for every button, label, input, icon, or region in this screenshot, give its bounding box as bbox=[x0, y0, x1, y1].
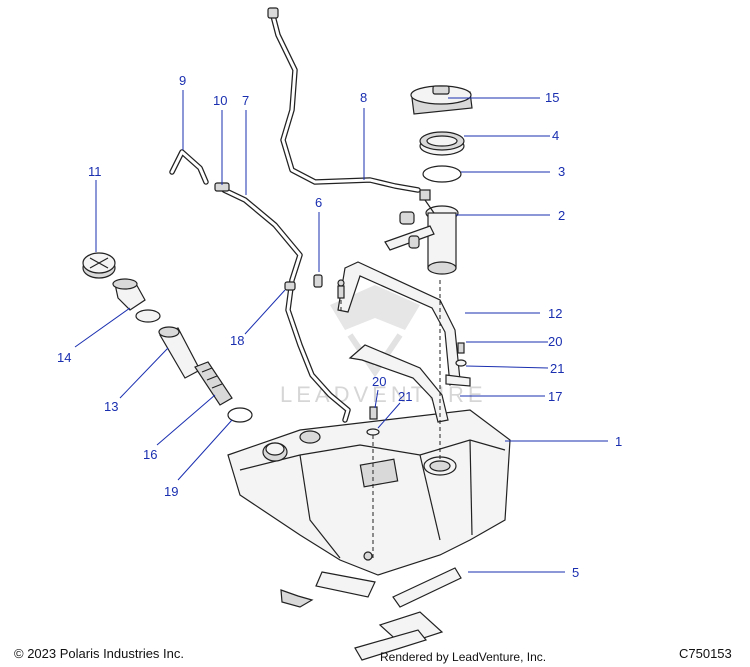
callout-21-lower: 21 bbox=[398, 389, 412, 404]
filler-neck[interactable] bbox=[112, 278, 161, 323]
pump-cover[interactable] bbox=[410, 85, 473, 115]
hose-9[interactable] bbox=[169, 149, 209, 185]
callouts: 1 2 3 4 5 6 7 8 9 10 11 12 13 14 15 16 1… bbox=[57, 73, 622, 580]
rendered-by-text: Rendered by LeadVenture, Inc. bbox=[380, 650, 547, 664]
callout-6: 6 bbox=[315, 195, 322, 210]
pump-lock-ring[interactable] bbox=[419, 131, 465, 156]
callout-15: 15 bbox=[545, 90, 559, 105]
watermark-text: LEADVENTURE bbox=[280, 382, 487, 407]
callout-19: 19 bbox=[164, 484, 178, 499]
callout-18: 18 bbox=[230, 333, 244, 348]
connector-18[interactable] bbox=[284, 281, 296, 291]
callout-2: 2 bbox=[558, 208, 565, 223]
washer-21[interactable] bbox=[366, 359, 467, 436]
filler-cap[interactable] bbox=[82, 252, 116, 279]
callout-21-upper: 21 bbox=[550, 361, 564, 376]
clamp-19[interactable] bbox=[227, 407, 253, 423]
callout-20-upper: 20 bbox=[548, 334, 562, 349]
callout-11: 11 bbox=[88, 164, 102, 179]
vent-hose-7[interactable] bbox=[221, 187, 351, 423]
diagram-code: C750153 bbox=[679, 646, 732, 661]
clamp-6[interactable] bbox=[313, 274, 323, 288]
callout-17: 17 bbox=[548, 389, 562, 404]
callout-3: 3 bbox=[558, 164, 565, 179]
callout-4: 4 bbox=[552, 128, 559, 143]
copyright-text: © 2023 Polaris Industries Inc. bbox=[14, 646, 184, 661]
callout-10: 10 bbox=[213, 93, 227, 108]
callout-20-lower: 20 bbox=[372, 374, 386, 389]
leader-lines bbox=[74, 90, 608, 573]
bolt-20[interactable] bbox=[369, 342, 465, 420]
callout-1: 1 bbox=[615, 434, 622, 449]
callout-13: 13 bbox=[104, 399, 118, 414]
fuel-pump[interactable] bbox=[384, 189, 459, 275]
tank-pads[interactable] bbox=[280, 567, 462, 661]
callout-7: 7 bbox=[242, 93, 249, 108]
callout-14: 14 bbox=[57, 350, 71, 365]
pump-seal-ring[interactable] bbox=[422, 165, 462, 183]
callout-16: 16 bbox=[143, 447, 157, 462]
vent-hose-8[interactable] bbox=[267, 7, 421, 193]
filler-tube[interactable] bbox=[194, 361, 233, 406]
callout-5: 5 bbox=[572, 565, 579, 580]
tank-straps[interactable] bbox=[337, 261, 471, 423]
callout-9: 9 bbox=[179, 73, 186, 88]
callout-8: 8 bbox=[360, 90, 367, 105]
filler-hose[interactable] bbox=[158, 326, 201, 379]
callout-12: 12 bbox=[548, 306, 562, 321]
